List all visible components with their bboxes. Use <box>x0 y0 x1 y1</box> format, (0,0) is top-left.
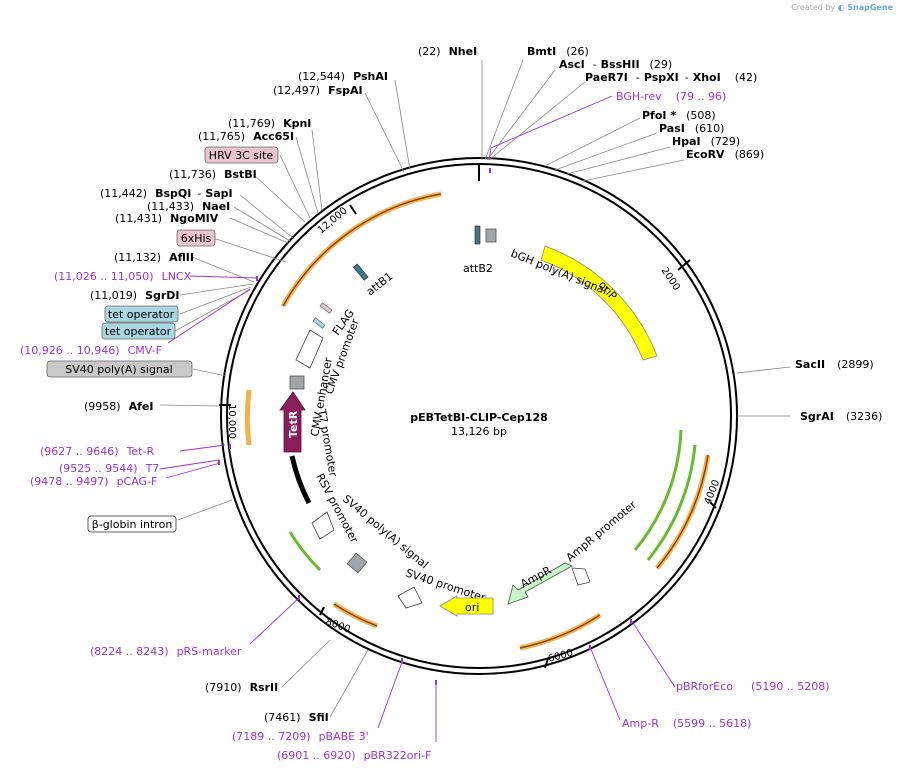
sv40-polya-box-left[interactable] <box>289 375 305 390</box>
svg-text:HRV 3C site: HRV 3C site <box>209 149 274 162</box>
primer-pbabe3[interactable]: (7189 .. 7209)pBABE 3' <box>232 730 369 743</box>
primer-lncx[interactable]: (11,026 .. 11,050)LNCX <box>54 270 192 283</box>
primer-pcag-f[interactable]: (9478 .. 9497)pCAG-F <box>30 475 157 488</box>
enzyme-acc65i[interactable]: (11,765)Acc65I <box>198 130 294 143</box>
feature-box-tet-operator-1[interactable]: tet operator <box>104 305 179 323</box>
feature-box-sv40-polya[interactable]: SV40 poly(A) signal <box>46 360 193 378</box>
enzyme-hpai[interactable]: HpaI(729) <box>672 135 740 148</box>
enzyme-naei[interactable]: (11,433)NaeI <box>147 200 230 213</box>
primer-bgh-rev[interactable]: BGH-rev(79 .. 96) <box>616 90 726 103</box>
enzyme-sacii[interactable]: SacII(2899) <box>795 358 874 371</box>
tick-label-6000: 6000 <box>547 648 574 665</box>
svg-text:tet operator: tet operator <box>108 308 175 321</box>
primer-tet-r[interactable]: (9627 .. 9646)Tet-R <box>40 445 154 458</box>
enzyme-bspqi[interactable]: (11,442)BspQI-SapI <box>100 187 233 200</box>
flag-marker[interactable] <box>319 302 333 314</box>
ampR-promoter-arrow[interactable] <box>571 567 591 586</box>
orf-orange-outline <box>282 193 709 649</box>
svg-text:SV40 poly(A) signal: SV40 poly(A) signal <box>65 363 172 376</box>
snapgene-logo-icon: ◐ <box>837 3 845 12</box>
enzyme-asci[interactable]: AscI-BssHII(29) <box>559 58 672 71</box>
feature-box-tet-operator-2[interactable]: tet operator <box>101 322 176 340</box>
primer-prs-marker[interactable]: (8224 .. 8243)pRS-marker <box>90 645 242 658</box>
enzyme-kpni[interactable]: (11,769)KpnI <box>228 117 311 130</box>
feature-box-hrv3c[interactable]: HRV 3C site <box>204 146 279 164</box>
primer-pbr322ori-f[interactable]: (6901 .. 6920)pBR322ori-F <box>277 749 431 762</box>
watermark-prefix: Created by <box>791 3 836 12</box>
enzyme-fspai[interactable]: (12,497)FspAI <box>273 84 363 97</box>
enzyme-pshai[interactable]: (12,544)PshAI <box>298 70 388 83</box>
feature-box-6xhis[interactable]: 6xHis <box>176 229 216 247</box>
plasmid-size: 13,126 bp <box>451 425 507 438</box>
oriP-feature[interactable] <box>540 245 658 361</box>
svg-text:β-globin intron: β-globin intron <box>92 518 173 531</box>
enzyme-nhei[interactable]: (22)NheI <box>418 45 477 58</box>
cmv-promoter-arrow[interactable] <box>295 329 324 369</box>
tick-marks <box>219 204 717 669</box>
enzyme-sgrdi[interactable]: (11,019)SgrDI <box>90 289 180 302</box>
t7-region-arc <box>289 455 312 505</box>
snapgene-watermark: Created by ◐ SnapGene <box>791 3 893 12</box>
primer-ticks <box>218 168 632 685</box>
primer-lines <box>159 95 676 742</box>
feature-box-beta-globin-intron[interactable]: β-globin intron <box>87 515 177 533</box>
enzyme-ngomiv[interactable]: (11,431)NgoMIV <box>115 212 219 225</box>
tetR-arrow[interactable] <box>279 391 306 453</box>
watermark-brand: SnapGene <box>847 3 893 12</box>
enzyme-afliii[interactable]: (11,132)AflII <box>114 251 194 264</box>
t7-promoter-label: T7 promoter <box>315 407 340 478</box>
enzyme-pasi[interactable]: PasI(610) <box>659 122 724 135</box>
primer-t7[interactable]: (9525 .. 9544)T7 <box>59 462 159 475</box>
ori-label: ori <box>465 601 479 614</box>
ampR-promoter-label: AmpR promoter <box>564 498 640 564</box>
enzyme-afei[interactable]: (9958)AfeI <box>84 400 153 413</box>
enzyme-sgrai[interactable]: SgrAI(3236) <box>800 410 882 423</box>
enzyme-pfoi[interactable]: PfoI *(508) <box>642 109 716 122</box>
rsv-promoter-arrow[interactable] <box>311 511 335 540</box>
attB2-marker[interactable] <box>474 225 481 245</box>
bgh-polya-box[interactable] <box>485 228 497 243</box>
ampR-arrow[interactable] <box>507 562 573 605</box>
primer-cmv-f[interactable]: (10,926 .. 10,946)CMV-F <box>20 344 162 357</box>
orf-green-arcs <box>288 429 697 572</box>
svg-text:6xHis: 6xHis <box>181 232 212 245</box>
tetR-label: TetR <box>287 410 300 438</box>
ori-arrow[interactable] <box>439 595 494 617</box>
tet-operator-marker[interactable] <box>312 317 326 329</box>
attB1-marker[interactable] <box>352 263 369 281</box>
primer-amp-r[interactable]: Amp-R(5599 .. 5618) <box>622 717 751 730</box>
attB1-label: attB1 <box>364 270 396 299</box>
enzyme-rsrii[interactable]: (7910)RsrII <box>205 681 278 694</box>
enzyme-ecorv[interactable]: EcoRV(869) <box>686 148 764 161</box>
sv40-promoter-arrow[interactable] <box>397 586 423 609</box>
plasmid-name: pEBTetBI-CLIP-Cep128 <box>410 411 548 424</box>
svg-text:tet operator: tet operator <box>105 325 172 338</box>
enzyme-paer7i[interactable]: PaeR7I-PspXI-XhoI(42) <box>585 71 757 84</box>
attB2-label: attB2 <box>463 262 493 275</box>
enzyme-bmti[interactable]: BmtI(26) <box>527 45 589 58</box>
tick-label-10000: 10,000 <box>226 404 237 439</box>
ampR-label: AmpR <box>518 564 553 591</box>
enzyme-sfii[interactable]: (7461)SfiI <box>264 711 329 724</box>
primer-pbrforeco[interactable]: pBRforEco(5190 .. 5208) <box>676 680 830 693</box>
enzyme-bstbi[interactable]: (11,736)BstBI <box>169 168 257 181</box>
sv40-polya-box-inner[interactable] <box>346 552 368 574</box>
